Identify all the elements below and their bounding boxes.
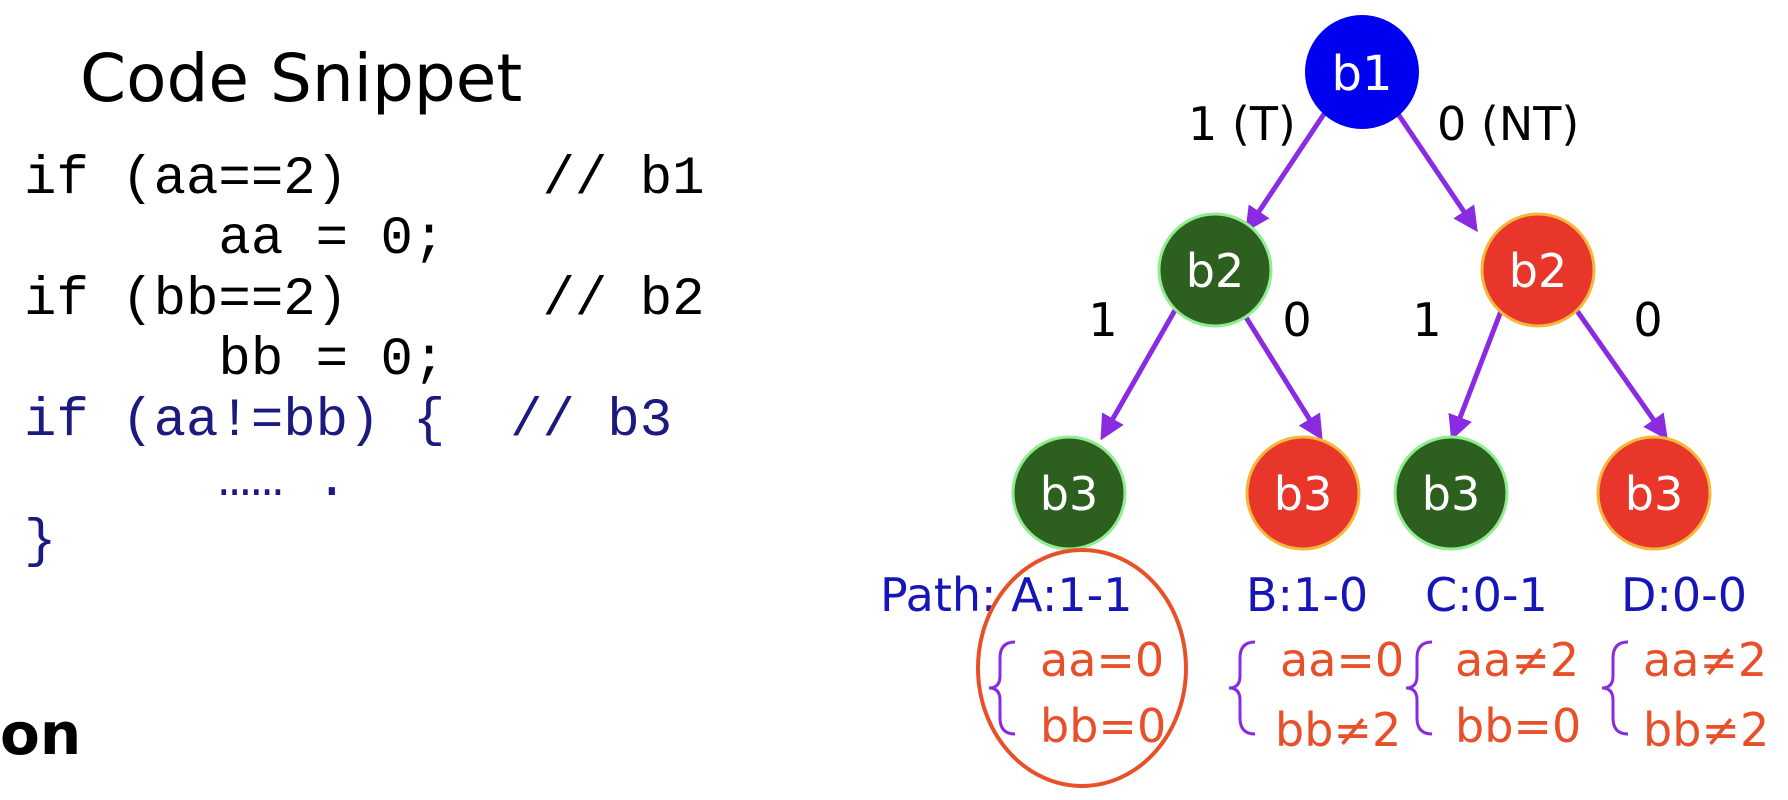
- code-line-aa-assign: aa = 0;: [24, 209, 446, 270]
- node-leaf-b: [1245, 435, 1361, 551]
- node-leaf-b-label: b3: [1274, 467, 1332, 521]
- brace-c: [1405, 640, 1433, 736]
- path-b-cond-bb: bb≠2: [1275, 703, 1401, 757]
- node-b1: [1305, 15, 1419, 129]
- code-line-bb-assign: bb = 0;: [24, 330, 446, 391]
- node-leaf-c: [1393, 435, 1509, 551]
- edge-label-left-1: 1: [1088, 293, 1117, 347]
- edge-label-right-0: 0: [1633, 293, 1662, 347]
- brace-d: [1601, 640, 1629, 736]
- path-d-cond-bb: bb≠2: [1643, 703, 1769, 757]
- edge-label-root-left: 1 (T): [1188, 97, 1296, 151]
- code-line-b2: if (bb==2) // b2: [24, 270, 705, 331]
- edge-left-b2-to-leaf-a: [1100, 296, 1185, 441]
- code-line-ellipsis: …… .: [24, 451, 349, 512]
- node-leaf-d-label: b3: [1625, 467, 1683, 521]
- node-b1-label: b1: [1331, 46, 1392, 102]
- code-line-b1: if (aa==2) // b1: [24, 149, 705, 210]
- code-snippet-title: Code Snippet: [80, 40, 523, 117]
- path-a-cond-aa: aa=0: [1040, 633, 1164, 687]
- edge-right-b2-to-leaf-d: [1565, 296, 1668, 441]
- edge-label-right-1: 1: [1412, 293, 1441, 347]
- node-right-b2: [1480, 212, 1596, 328]
- path-label-b: B:1-0: [1246, 568, 1368, 622]
- path-b-cond-aa: aa=0: [1280, 633, 1404, 687]
- edge-label-root-right: 0 (NT): [1437, 97, 1579, 151]
- node-leaf-c-label: b3: [1422, 467, 1480, 521]
- edge-right-b2-to-leaf-c: [1448, 297, 1509, 441]
- path-c-cond-bb: bb=0: [1455, 699, 1581, 753]
- brace-a: [988, 640, 1016, 736]
- node-left-b2-label: b2: [1186, 244, 1244, 298]
- path-label-a: Path: A:1-1: [880, 568, 1132, 622]
- node-leaf-a-label: b3: [1040, 467, 1098, 521]
- edge-label-left-0: 0: [1282, 293, 1311, 347]
- path-label-d: D:0-0: [1621, 568, 1747, 622]
- node-leaf-d: [1596, 435, 1712, 551]
- path-d-cond-aa: aa≠2: [1643, 633, 1767, 687]
- brace-b: [1228, 640, 1256, 736]
- edge-b1-to-left-b2: [1245, 103, 1333, 233]
- node-right-b2-label: b2: [1509, 244, 1567, 298]
- path-label-c: C:0-1: [1425, 568, 1548, 622]
- code-line-b3: if (aa!=bb) { // b3: [24, 391, 673, 452]
- edge-left-b2-to-leaf-b: [1231, 296, 1323, 441]
- edge-b1-to-right-b2: [1389, 103, 1478, 233]
- code-line-close-brace: }: [24, 512, 57, 573]
- path-a-highlight-circle: [976, 548, 1188, 788]
- cut-off-heading: on: [0, 700, 82, 768]
- path-a-cond-bb: bb=0: [1040, 699, 1166, 753]
- path-c-cond-aa: aa≠2: [1455, 633, 1579, 687]
- node-left-b2: [1157, 212, 1273, 328]
